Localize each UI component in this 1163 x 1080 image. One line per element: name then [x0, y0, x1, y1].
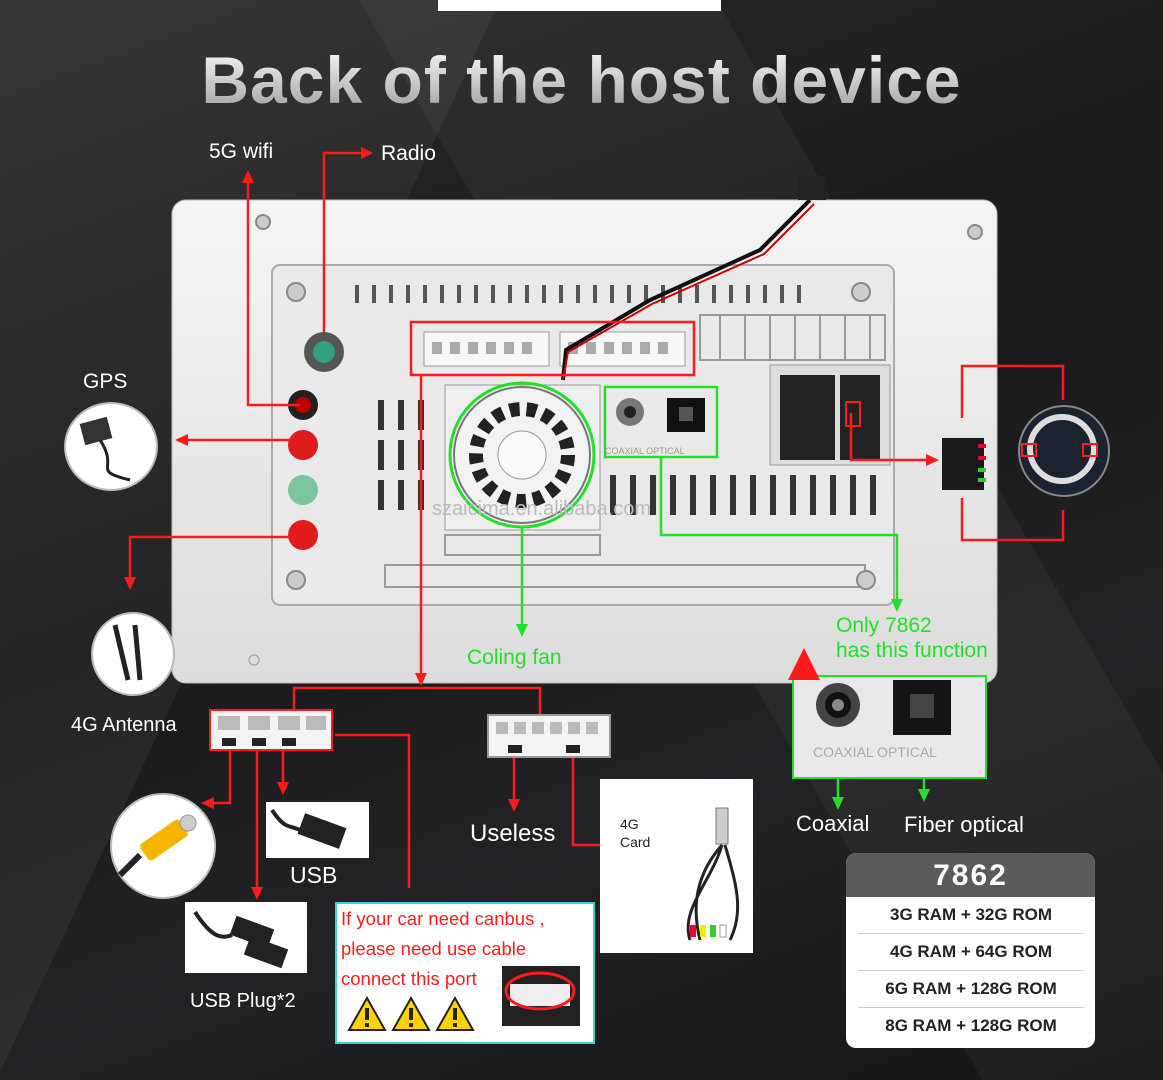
spec-model: 7862	[846, 853, 1095, 897]
top-banner-edge	[438, 0, 721, 11]
inset-port-caption: COAXIAL OPTICAL	[813, 744, 937, 760]
label-4g-card-line1: 4G	[620, 816, 639, 832]
label-5g-wifi: 5G wifi	[209, 140, 274, 163]
canbus-note: If your car need canbus , please need us…	[335, 902, 595, 1044]
panel-port-caption: COAXIAL OPTICAL	[605, 446, 685, 456]
label-useless: Useless	[470, 820, 556, 847]
spec-row: 8G RAM + 128G ROM	[885, 1016, 1057, 1035]
spec-row: 4G RAM + 64G ROM	[858, 934, 1084, 971]
spec-row: 3G RAM + 32G ROM	[858, 897, 1084, 934]
canbus-line-1: If your car need canbus ,	[341, 908, 545, 929]
label-4g-card-line2: Card	[620, 834, 651, 850]
page-title: Back of the host device	[0, 42, 1163, 118]
label-only-7862-line1: Only 7862	[836, 614, 932, 637]
label-fiber-optical: Fiber optical	[904, 812, 1024, 837]
top-vent-slots	[355, 285, 801, 303]
label-4g-antenna: 4G Antenna	[71, 714, 177, 736]
label-gps: GPS	[83, 370, 128, 393]
label-usb-plug: USB Plug*2	[190, 990, 296, 1012]
warning-icon	[347, 995, 475, 1031]
watermark: szaicima.en.alibaba.com	[432, 498, 651, 520]
gps-antenna-icon	[64, 402, 158, 491]
spec-table: 7862 3G RAM + 32G ROM 4G RAM + 64G ROM 6…	[846, 853, 1095, 1048]
label-only-7862-line2: has this function	[836, 639, 988, 662]
canbus-line-2: please need use cable	[341, 938, 527, 959]
label-radio: Radio	[381, 142, 436, 165]
canbus-line-3: connect this port	[341, 968, 477, 989]
coaxial-optical-inset	[792, 675, 987, 779]
label-cooling-fan: Coling fan	[467, 646, 562, 669]
spec-row: 6G RAM + 128G ROM	[858, 971, 1084, 1008]
label-coaxial: Coaxial	[796, 811, 870, 836]
label-usb: USB	[290, 862, 338, 888]
